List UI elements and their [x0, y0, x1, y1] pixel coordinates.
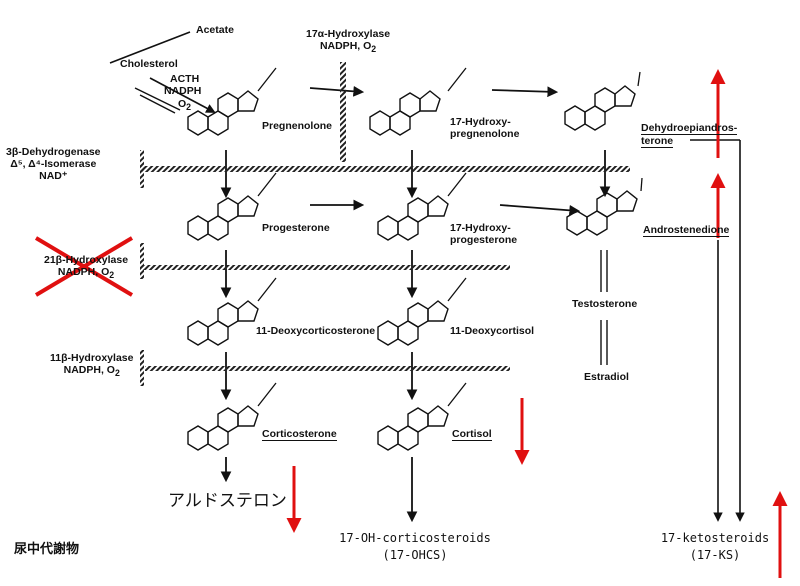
- estradiol-label: Estradiol: [584, 371, 629, 383]
- hydroxylase-11b-label: 11β-Hydroxylase NADPH, O2: [50, 352, 134, 379]
- urinary-metabolites-label: 尿中代謝物: [14, 542, 80, 557]
- hydroxylase-17a-bar: [340, 62, 346, 162]
- hydroxypregnenolone-structure: [369, 90, 441, 136]
- o2-label: O2: [178, 98, 192, 113]
- androstenedione-label: Androstenedione: [643, 224, 730, 238]
- hydroxypregnenolone-label: 17-Hydroxy- pregnenolone: [450, 116, 520, 141]
- hydroxyprogesterone-structure: [377, 195, 449, 241]
- pregnenolone-label: Pregnenolone: [262, 120, 333, 132]
- deoxycortisol-structure: [377, 300, 449, 346]
- progesterone-structure: [187, 195, 259, 241]
- androstenedione-structure: [566, 190, 638, 236]
- testosterone-label: Testosterone: [572, 298, 638, 310]
- hydroxylase-21b-bar: [140, 265, 510, 270]
- ohcs-label: 17-OH-corticosteroids (17-OHCS): [339, 531, 491, 562]
- hydroxyprogesterone-label: 17-Hydroxy- progesterone: [450, 222, 518, 247]
- dehydrogenase-3b-label: 3β-Dehydrogenase Δ⁵, Δ⁴-Isomerase NAD⁺: [6, 146, 101, 183]
- nadph-label: NADPH: [164, 85, 202, 97]
- dhea-label: Dehydroepiandros- terone: [641, 122, 738, 149]
- aldosterone-label: アルドステロン: [168, 491, 287, 511]
- acetate-line: [109, 31, 191, 64]
- hydroxylase-21b-label: 21β-Hydroxylase NADPH, O2: [44, 254, 129, 281]
- dhea-structure: [564, 85, 636, 131]
- progesterone-label: Progesterone: [262, 222, 330, 234]
- hydroxylase-17a-label: 17α-Hydroxylase NADPH, O2: [306, 28, 391, 55]
- cholesterol-line: [149, 77, 216, 113]
- pregnenolone-structure: [187, 90, 259, 136]
- acth-line: [134, 87, 181, 111]
- cortisol-label: Cortisol: [452, 428, 492, 442]
- deoxycorticosterone-label: 11-Deoxycorticosterone: [256, 325, 376, 337]
- ks-label: 17-ketosteroids (17-KS): [660, 531, 770, 562]
- cortisol-structure: [377, 405, 449, 451]
- corticosterone-structure: [187, 405, 259, 451]
- hydroxylase-11b-bar: [145, 366, 510, 371]
- acetate-label: Acetate: [196, 24, 234, 36]
- corticosterone-label: Corticosterone: [262, 428, 337, 442]
- acth-label: ACTH: [170, 73, 200, 85]
- cholesterol-label: Cholesterol: [120, 58, 178, 70]
- dehydrogenase-3b-bar: [140, 166, 630, 172]
- deoxycortisol-label: 11-Deoxycortisol: [450, 325, 535, 337]
- deoxycorticosterone-structure: [187, 300, 259, 346]
